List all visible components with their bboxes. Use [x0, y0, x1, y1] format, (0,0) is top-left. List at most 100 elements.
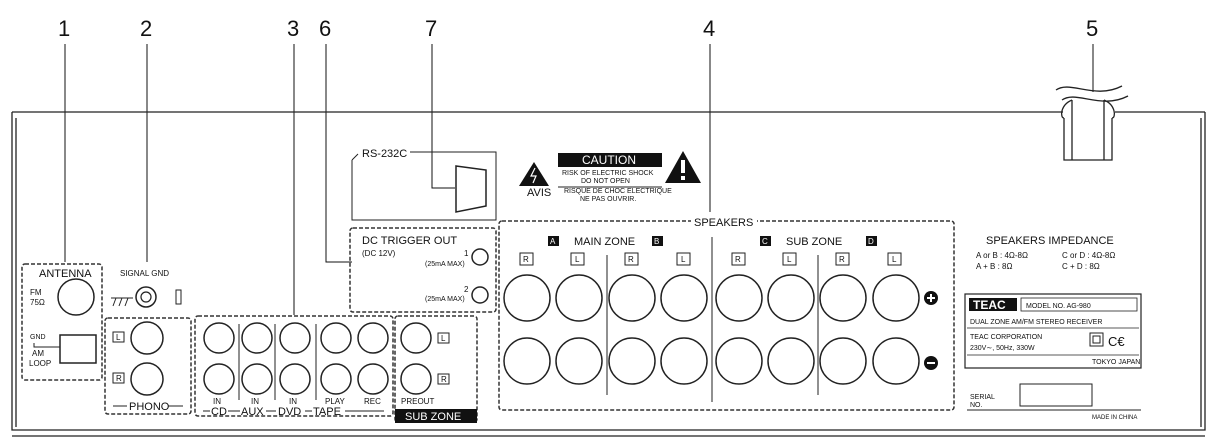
speaker-a-l-neg[interactable] [555, 337, 603, 385]
plus-icon [924, 291, 938, 305]
speaker-terminals [503, 274, 920, 385]
corporation-label: TEAC CORPORATION [970, 334, 1042, 341]
speaker-d-r-pos[interactable] [819, 274, 867, 322]
callout-6: 6 [319, 16, 331, 41]
dvd-in-r-jack[interactable] [279, 363, 311, 395]
sub-zone-preout-r-jack[interactable] [400, 363, 432, 395]
trigger-1-label: 1 [464, 249, 469, 258]
receiver-description: DUAL ZONE AM/FM STEREO RECEIVER [970, 319, 1102, 326]
phono-title: PHONO [129, 401, 170, 413]
impedance-line2-b: C + D : 8Ω [1062, 262, 1100, 271]
ground-icon [111, 297, 133, 307]
speaker-c-r-pos[interactable] [715, 274, 763, 322]
caution-fr-line1: RISQUE DE CHOC ELECTRIQUE [564, 188, 672, 195]
am-loop-terminal[interactable] [59, 334, 97, 364]
speaker-b-l-label: L [681, 255, 686, 264]
speaker-c-l-pos[interactable] [767, 274, 815, 322]
tape-play-l-jack[interactable] [320, 322, 352, 354]
tape-rec-l-jack[interactable] [357, 322, 389, 354]
serial-section: SERIAL NO. MADE IN CHINA [967, 383, 1141, 421]
caution-line1: RISK OF ELECTRIC SHOCK [562, 170, 654, 177]
callout-leader-lines [64, 44, 1094, 315]
rs232c-port[interactable] [455, 165, 487, 213]
trigger-1-jack[interactable] [471, 248, 489, 266]
tape-play-label: PLAY [325, 397, 346, 406]
speaker-a-r-label: R [523, 255, 529, 264]
aux-in-l-jack[interactable] [241, 322, 273, 354]
cd-in-l-jack[interactable] [203, 322, 235, 354]
speaker-c-r-neg[interactable] [715, 337, 763, 385]
phono-l-jack[interactable] [130, 321, 164, 355]
trigger-1-max: (25mA MAX) [425, 261, 465, 268]
zone-a-label: A [550, 237, 556, 246]
caution-title: CAUTION [582, 153, 636, 167]
speaker-b-r-neg[interactable] [608, 337, 656, 385]
speaker-c-l-label: L [787, 255, 792, 264]
callout-numbers: 1 2 3 6 7 4 5 [58, 16, 1098, 41]
speaker-a-r-pos[interactable] [503, 274, 551, 322]
tape-rec-label: REC [364, 397, 381, 406]
callout-1: 1 [58, 16, 70, 41]
fm-antenna-jack[interactable] [57, 278, 95, 316]
main-zone-label: MAIN ZONE [574, 236, 635, 248]
speaker-c-l-neg[interactable] [767, 337, 815, 385]
tape-play-r-jack[interactable] [320, 363, 352, 395]
phono-r-label: R [116, 374, 122, 383]
sub-zone-preout-l-jack[interactable] [400, 322, 432, 354]
speaker-dividers [606, 237, 819, 402]
signal-gnd-label: SIGNAL GND [120, 269, 169, 278]
sub-zone-speakers-label: SUB ZONE [786, 236, 842, 248]
antenna-section: ANTENNA FM 75Ω GND AM LOOP [21, 263, 103, 381]
impedance-section: SPEAKERS IMPEDANCE A or B : 4Ω-8Ω C or D… [976, 235, 1115, 271]
cd-in-r-jack[interactable] [203, 363, 235, 395]
impedance-line2-a: A + B : 8Ω [976, 262, 1012, 271]
caution-line2: DO NOT OPEN [581, 178, 630, 185]
cd-group-label: CD [211, 406, 227, 418]
ce-mark-icon: C€ [1108, 334, 1125, 349]
phono-section: L R PHONO [104, 317, 192, 415]
signal-gnd-terminal[interactable] [135, 286, 157, 308]
speaker-a-l-pos[interactable] [555, 274, 603, 322]
signal-gnd-section: SIGNAL GND [111, 269, 182, 308]
dvd-in-label: IN [289, 397, 297, 406]
speaker-d-l-pos[interactable] [872, 274, 920, 322]
double-insulation-icon [1089, 332, 1104, 347]
rs232c-label: RS-232C [362, 148, 407, 160]
callout-4: 4 [703, 16, 715, 41]
speakers-title: SPEAKERS [694, 217, 753, 229]
speaker-d-r-neg[interactable] [819, 337, 867, 385]
cd-in-label: IN [213, 397, 221, 406]
trigger-2-max: (25mA MAX) [425, 296, 465, 303]
teac-logo: TEAC [973, 298, 1006, 312]
zone-b-label: B [654, 237, 659, 246]
power-rating: 230V∼, 50Hz, 330W [970, 345, 1035, 352]
aux-group-label: AUX [241, 406, 264, 418]
speaker-rl-tags [519, 252, 902, 266]
phono-r-jack[interactable] [130, 362, 164, 396]
dvd-in-l-jack[interactable] [279, 322, 311, 354]
speaker-d-l-neg[interactable] [872, 337, 920, 385]
input-jacks-section: IN IN IN PLAY REC CD AUX DVD TAPE [194, 315, 394, 418]
antenna-am-label: AM [32, 349, 44, 358]
tape-rec-r-jack[interactable] [357, 363, 389, 395]
speaker-d-r-label: R [839, 255, 845, 264]
callout-3: 3 [287, 16, 299, 41]
input-dividers [238, 324, 317, 400]
sub-zone-r-label: R [441, 375, 447, 384]
speaker-a-r-neg[interactable] [503, 337, 551, 385]
impedance-line1-b: C or D : 4Ω-8Ω [1062, 251, 1115, 260]
sub-zone-title: SUB ZONE [405, 411, 461, 423]
antenna-loop-label: LOOP [29, 359, 51, 368]
speaker-b-l-neg[interactable] [660, 337, 708, 385]
zone-d-label: D [868, 237, 874, 246]
speaker-b-l-pos[interactable] [660, 274, 708, 322]
caution-section: CAUTION RISK OF ELECTRIC SHOCK DO NOT OP… [519, 151, 701, 203]
antenna-title: ANTENNA [39, 268, 92, 280]
speaker-b-r-pos[interactable] [608, 274, 656, 322]
label-plate: TEAC MODEL NO. AG-980 DUAL ZONE AM/FM ST… [964, 293, 1142, 369]
input-jacks [203, 322, 389, 395]
antenna-fm-label: FM [30, 288, 42, 297]
aux-in-r-jack[interactable] [241, 363, 273, 395]
trigger-2-jack[interactable] [471, 286, 489, 304]
